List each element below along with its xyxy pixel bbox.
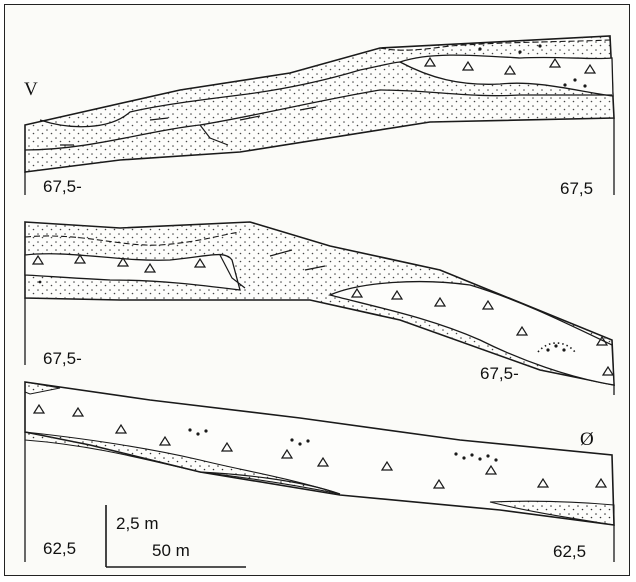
scale-bar-vertical-label: 2,5 m bbox=[116, 515, 159, 532]
scale-bar-horizontal-label: 50 m bbox=[152, 542, 190, 559]
section-3-sand-right bbox=[490, 501, 614, 525]
section-3-left-elevation: 62,5 bbox=[43, 540, 76, 557]
section-3 bbox=[25, 382, 614, 562]
section-2-left-elevation: 67,5- bbox=[43, 350, 82, 367]
west-direction-label: V bbox=[24, 80, 38, 99]
section-2 bbox=[25, 222, 614, 395]
section-2-gravel-wedge bbox=[330, 282, 614, 385]
section-3-right-elevation: 62,5 bbox=[553, 543, 586, 560]
section-2-right-elevation: 67,5- bbox=[480, 365, 519, 382]
section-1-sand-layer bbox=[25, 36, 614, 172]
section-1-right-elevation: 67,5 bbox=[560, 180, 593, 197]
section-1-left-elevation: 67,5- bbox=[43, 178, 82, 195]
section-1 bbox=[25, 36, 614, 195]
east-direction-label: Ø bbox=[580, 430, 594, 449]
